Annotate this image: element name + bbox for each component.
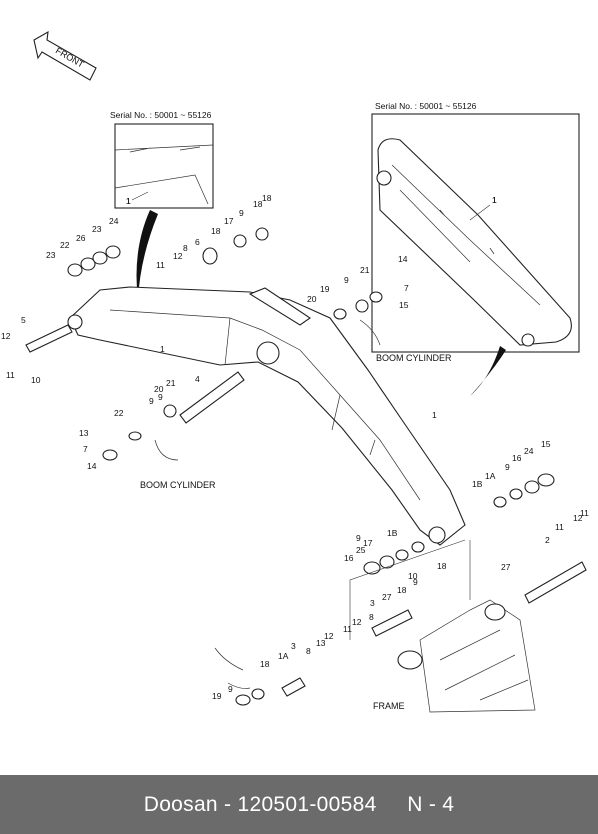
part-label: 16 xyxy=(344,553,354,563)
part-label: 1A xyxy=(485,471,496,481)
part-label: 11 xyxy=(156,260,165,270)
part-label: 1 xyxy=(492,195,497,205)
part-label: 10 xyxy=(31,375,41,385)
boom-parts-diagram: FRONT Serial No. : 50001 ~ 55126 1 Seria… xyxy=(1,30,589,713)
front-direction-arrow: FRONT xyxy=(33,30,97,81)
part-label: 10 xyxy=(408,571,418,581)
part-label: 20 xyxy=(154,384,164,394)
part-label: 1A xyxy=(278,651,289,661)
footer-part-number: 120501-00584 xyxy=(237,792,377,816)
boom-cylinder-caption-left: BOOM CYLINDER xyxy=(140,480,216,490)
part-label: 18 xyxy=(211,226,221,236)
part-label: 5 xyxy=(21,315,26,325)
part-label: 24 xyxy=(109,216,119,226)
footer-brand: Doosan xyxy=(143,792,218,816)
part-label: 21 xyxy=(360,265,370,275)
part-label: 8 xyxy=(306,646,311,656)
part-label: 15 xyxy=(541,439,551,449)
part-label: 19 xyxy=(212,691,222,701)
part-label: 27 xyxy=(501,562,511,572)
part-label: 6 xyxy=(195,237,200,247)
part-label: 9 xyxy=(344,275,349,285)
part-label: 9 xyxy=(228,684,233,694)
part-label: 20 xyxy=(307,294,317,304)
inset-pointer-left xyxy=(136,210,158,300)
part-label: 27 xyxy=(382,592,392,602)
part-label: 18 xyxy=(260,659,270,669)
part-label: 9 xyxy=(239,208,244,218)
part-label: 11 xyxy=(6,370,15,380)
part-label: 9 xyxy=(356,533,361,543)
part-label: 9 xyxy=(149,396,154,406)
boom-cylinder-caption-right: BOOM CYLINDER xyxy=(376,353,452,363)
part-label: 1 xyxy=(126,196,131,206)
frame-caption: FRAME xyxy=(373,701,405,711)
part-label: 9 xyxy=(158,392,163,402)
part-label: 8 xyxy=(183,243,188,253)
part-label: 9 xyxy=(505,462,510,472)
part-label: 12 xyxy=(352,617,362,627)
part-label: 12 xyxy=(573,513,583,523)
footer-spacer xyxy=(377,793,408,817)
upper-frame xyxy=(349,539,536,713)
part-label: 13 xyxy=(316,638,326,648)
part-label: 15 xyxy=(399,300,409,310)
boom-cylinder-pin-right xyxy=(333,291,383,346)
part-label: 16 xyxy=(512,453,522,463)
part-label: 22 xyxy=(114,408,124,418)
part-label: 21 xyxy=(166,378,176,388)
boom-cylinder-pin-left xyxy=(102,371,245,461)
footer-page: N - 4 xyxy=(407,792,455,816)
part-label: 18 xyxy=(262,193,272,203)
part-label: 11 xyxy=(580,508,589,518)
serial-inset-right: Serial No. : 50001 ~ 55126 1 xyxy=(371,101,580,396)
part-label: 18 xyxy=(397,585,407,595)
part-label: 18 xyxy=(253,199,263,209)
part-label: 23 xyxy=(92,224,102,234)
cylinder-end-lower-left xyxy=(214,647,265,706)
serial-label-right: Serial No. : 50001 ~ 55126 xyxy=(375,101,477,111)
part-label: 11 xyxy=(343,624,352,634)
part-label: 26 xyxy=(76,233,86,243)
footer-separator: - xyxy=(217,792,238,816)
part-label: 24 xyxy=(524,446,534,456)
left-pivot-hardware xyxy=(25,227,269,353)
part-label: 1 xyxy=(126,196,131,206)
part-label: 1B xyxy=(387,528,398,538)
part-label: 13 xyxy=(79,428,89,438)
part-label: 3 xyxy=(370,598,375,608)
part-label: 25 xyxy=(356,545,366,555)
part-label: 3 xyxy=(291,641,296,651)
part-label: 1 xyxy=(492,195,497,205)
part-label: 7 xyxy=(404,283,409,293)
part-label: 22 xyxy=(60,240,70,250)
part-label: 9 xyxy=(413,577,418,587)
part-label: 12 xyxy=(324,631,334,641)
part-label: 12 xyxy=(173,251,183,261)
part-label: 7 xyxy=(83,444,88,454)
part-label: 14 xyxy=(87,461,97,471)
part-label: 17 xyxy=(224,216,234,226)
part-label: 8 xyxy=(369,612,374,622)
part-label: 23 xyxy=(46,250,56,260)
inset-pointer-right xyxy=(470,346,506,396)
part-label: 19 xyxy=(320,284,330,294)
serial-inset-left: Serial No. : 50001 ~ 55126 1 xyxy=(110,110,214,300)
serial-label-left: Serial No. : 50001 ~ 55126 xyxy=(110,110,212,120)
part-label: 12 xyxy=(1,331,11,341)
part-label: 11 xyxy=(555,522,564,532)
part-label: 2 xyxy=(545,535,550,545)
part-label: 17 xyxy=(363,538,373,548)
part-label: 1 xyxy=(432,410,437,420)
boom-assembly xyxy=(67,286,466,546)
part-label: 1B xyxy=(472,479,483,489)
foot-pin-hardware xyxy=(281,473,587,697)
part-label: 18 xyxy=(437,561,447,571)
footer-bar: Doosan - 120501-00584 N - 4 xyxy=(0,775,598,834)
part-label: 14 xyxy=(398,254,408,264)
part-label: 4 xyxy=(195,374,200,384)
part-label: 1 xyxy=(160,344,165,354)
